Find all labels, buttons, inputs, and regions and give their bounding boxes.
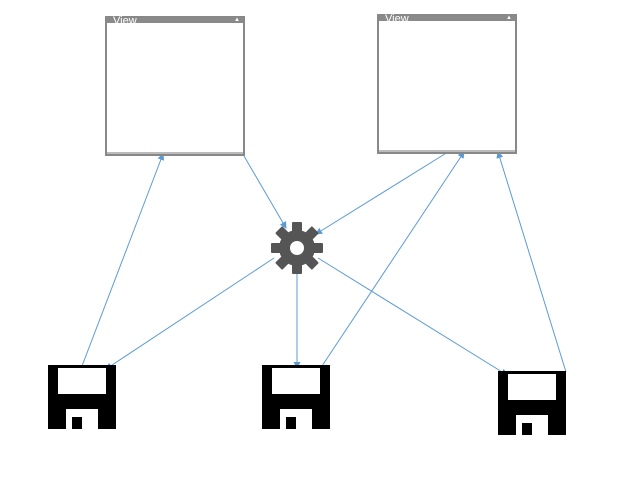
window-maximize-icon[interactable]: ▲: [506, 15, 512, 21]
view-titlebar[interactable]: View ▲: [379, 13, 515, 25]
floppy-disk-icon[interactable]: [48, 365, 116, 429]
view-title: View: [385, 13, 409, 25]
edge-hub-to-store-right: [317, 257, 508, 376]
edge-view-left-to-hub: [243, 155, 287, 229]
view-title: View: [113, 15, 137, 27]
edge-store-left-to-view-left: [81, 153, 165, 367]
view-window-left[interactable]: View ▲: [105, 15, 245, 156]
floppy-disk-icon[interactable]: [262, 365, 330, 429]
edge-hub-to-store-left: [105, 257, 275, 370]
edge-view-right-to-hub: [315, 151, 449, 235]
floppy-disk-icon[interactable]: [498, 371, 566, 435]
gear-icon[interactable]: [270, 221, 324, 275]
edge-store-middle-to-view-right: [321, 151, 465, 367]
window-maximize-icon[interactable]: ▲: [234, 17, 240, 23]
view-window-right[interactable]: View ▲: [377, 13, 517, 154]
edge-store-right-to-view-right: [496, 151, 567, 373]
view-titlebar[interactable]: View ▲: [107, 15, 243, 27]
